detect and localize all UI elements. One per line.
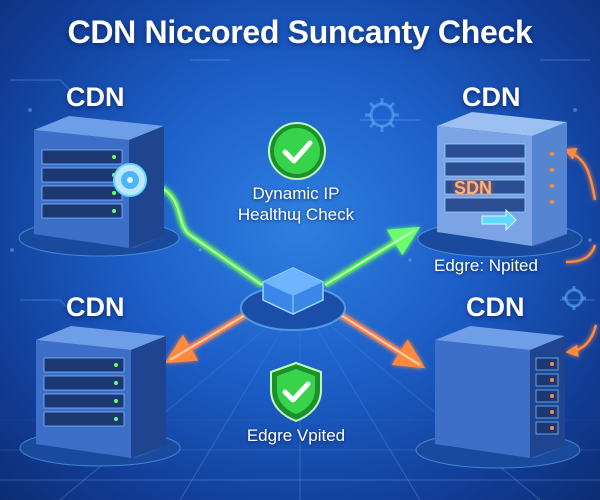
server-top-left: [18, 116, 180, 257]
check-circle-icon: [268, 122, 326, 180]
shield-check-icon: [270, 361, 322, 423]
screen-label-sdn: SDN: [454, 178, 493, 198]
side-arrows: [563, 148, 598, 358]
caption-edge-bottom: Edgre Vpited: [246, 426, 346, 445]
server-top-right: [417, 112, 583, 258]
server-bottom-right: [415, 326, 581, 469]
node-label-bottom-left: CDN: [66, 292, 125, 322]
hub-icon: [240, 267, 346, 331]
node-label-top-right: CDN: [462, 82, 521, 112]
node-label-top-left: CDN: [66, 82, 125, 112]
caption-edge-right: Edgre: Npited: [434, 256, 538, 275]
node-label-bottom-right: CDN: [466, 292, 525, 322]
caption-health-line1: Dynamic IP: [252, 184, 340, 203]
server-bottom-left: [19, 326, 181, 467]
gear-icon: [365, 98, 586, 310]
caption-health-line2: Healthɰ Check: [237, 205, 355, 224]
page-title: CDN Niccored Suncanty Check: [67, 14, 533, 50]
disc-icon: [113, 163, 147, 197]
